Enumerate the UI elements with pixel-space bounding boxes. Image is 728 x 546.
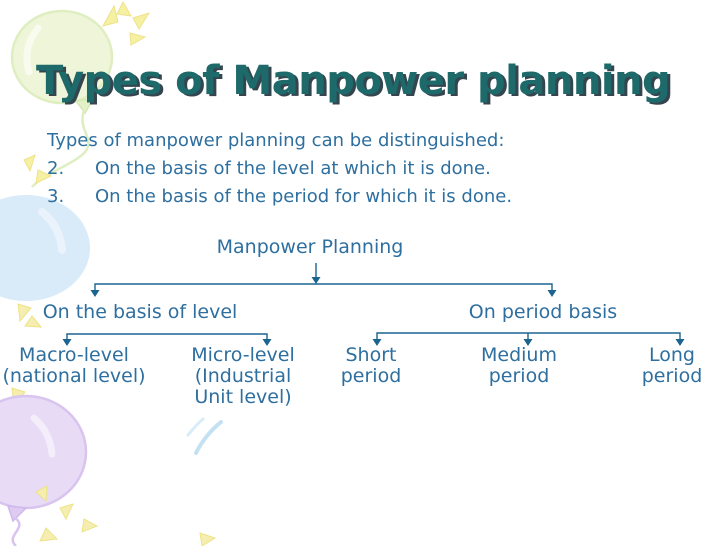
list-item-number: 3. — [47, 186, 65, 207]
node-line: period — [340, 365, 402, 387]
long-period-node: Long period — [642, 345, 703, 387]
short-period-node: Short period — [341, 345, 402, 387]
list-item-number: 2. — [47, 158, 65, 179]
list-item-text: On the basis of the period for which it … — [95, 186, 513, 207]
purple-balloon-icon — [0, 394, 88, 546]
node-line: Medium — [481, 344, 557, 366]
node-line: Unit level) — [194, 386, 292, 408]
medium-period-node: Medium period — [481, 345, 557, 387]
node-line: Short — [345, 344, 397, 366]
node-line: (Industrial — [194, 365, 292, 387]
intro-line: Types of manpower planning can be distin… — [47, 130, 505, 151]
node-line: (national level) — [2, 365, 146, 387]
sparkle-cluster-bottom-icon — [35, 485, 217, 546]
sparkle-cluster-upper-left-icon — [23, 154, 53, 184]
list-item-text: On the basis of the level at which it is… — [95, 158, 491, 179]
blue-sparkle-arc-icon — [186, 417, 223, 455]
list-item-level: 2. On the basis of the level at which it … — [47, 158, 491, 179]
root-node-label: Manpower Planning — [216, 236, 404, 258]
node-line: Micro-level — [191, 344, 295, 366]
sparkle-burst-top-icon — [101, 0, 151, 46]
blue-balloon-icon — [0, 195, 90, 301]
micro-level-node: Micro-level (Industrial Unit level) — [191, 345, 295, 408]
green-balloon-icon — [10, 9, 114, 188]
list-item-period: 3. On the basis of the period for which i… — [47, 186, 512, 207]
macro-level-node: Macro-level (national level) — [2, 345, 145, 387]
node-line: Long — [649, 344, 695, 366]
slide-title: Types of Manpower planning — [36, 58, 671, 104]
node-line: period — [488, 365, 550, 387]
sparkle-cluster-mid-left-icon — [17, 303, 43, 328]
level-branch-label: On the basis of level — [42, 301, 238, 323]
period-branch-label: On period basis — [468, 301, 618, 323]
node-line: period — [641, 365, 703, 387]
node-line: Macro-level — [19, 344, 129, 366]
